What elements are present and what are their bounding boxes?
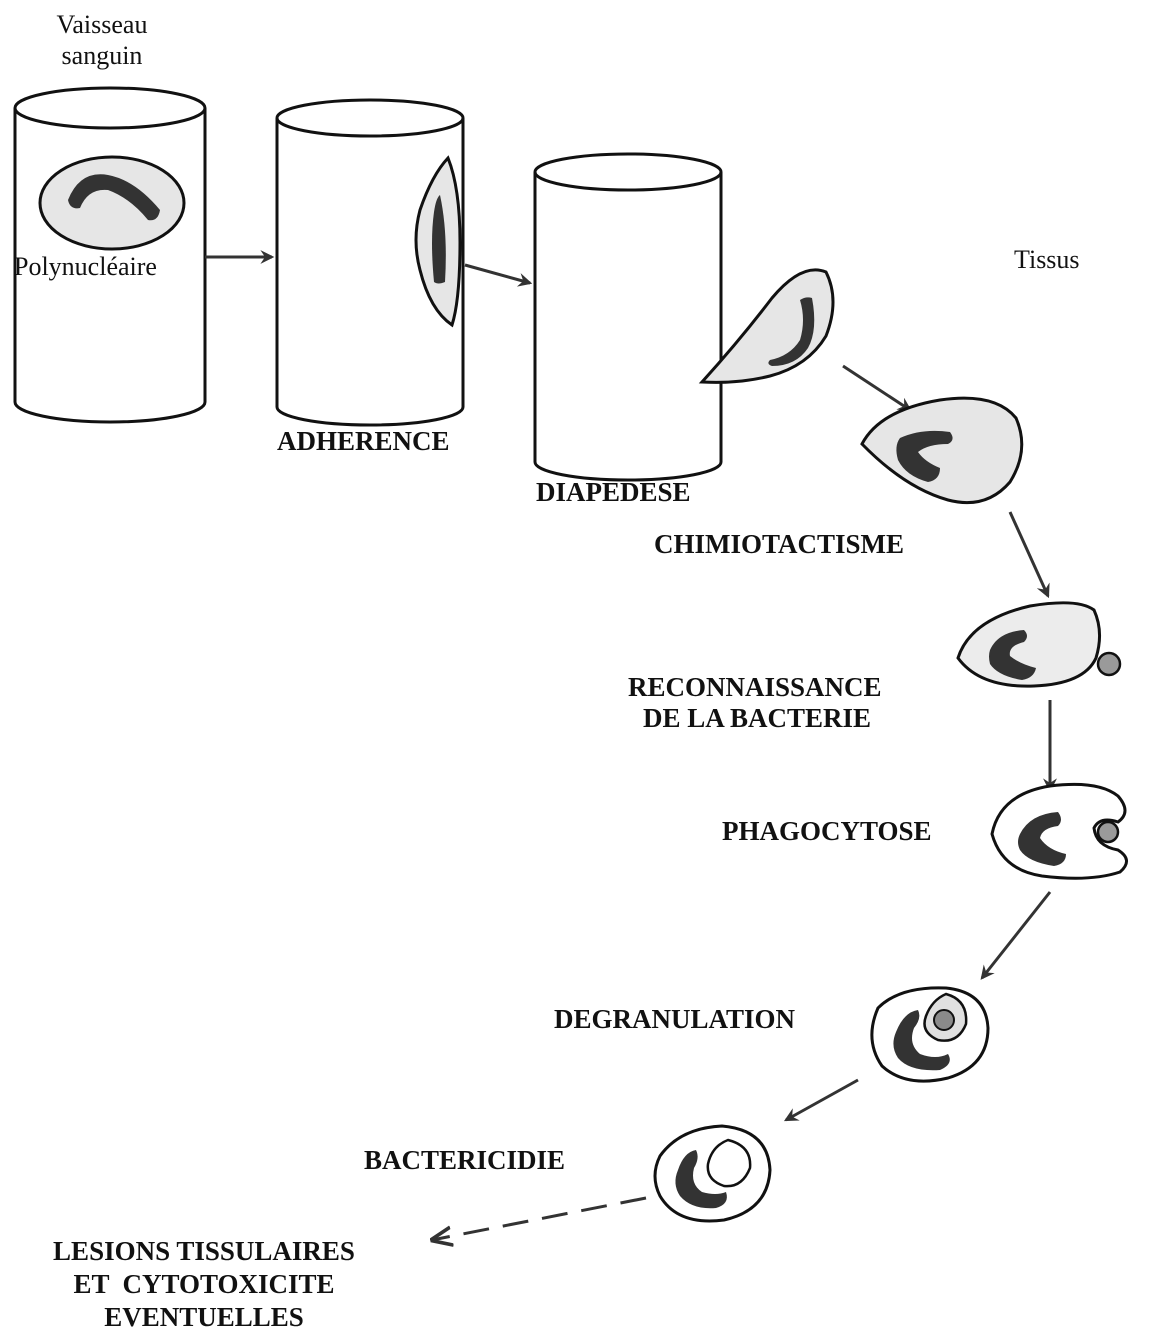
polynuclear-cell-recognition: [956, 601, 1101, 688]
outcome-label-line2: ET CYTOTOXICITE: [73, 1269, 334, 1299]
bacterium-engulfed: [1096, 820, 1120, 844]
labels: Vaisseau sanguin Polynucléaire Tissus AD…: [14, 10, 1080, 1332]
arrow-to-chimiotactisme: [842, 364, 912, 412]
blood-vessel-2: [275, 98, 465, 427]
bacterium-free: [1096, 651, 1122, 677]
arrow-to-lesions: [432, 1196, 647, 1240]
vessel-label-line2: sanguin: [62, 41, 143, 70]
arrow-to-diapedese: [464, 263, 533, 287]
arrow-to-bactericidie: [783, 1078, 859, 1122]
polynuclear-cell-chemotaxis: [860, 396, 1024, 505]
step-reconnaissance-label-line2: DE LA BACTERIE: [643, 703, 871, 733]
polynuclear-cell-phagocytosis: [990, 782, 1128, 880]
step-bactericidie-label: BACTERICIDIE: [364, 1145, 565, 1175]
polynuclear-cell-migrating: [698, 268, 835, 384]
step-reconnaissance-label-line1: RECONNAISSANCE: [628, 672, 882, 702]
flow-arrows: [205, 250, 1057, 1240]
step-phagocytose-label: PHAGOCYTOSE: [722, 816, 932, 846]
cell-label: Polynucléaire: [14, 252, 157, 281]
vessel-label-line1: Vaisseau: [57, 10, 148, 39]
step-diapedese-label: DIAPEDESE: [536, 477, 691, 507]
tissue-label: Tissus: [1014, 245, 1080, 274]
polynuclear-cell-adherent: [414, 155, 462, 328]
arrow-to-degranulation: [980, 891, 1052, 980]
arrow-to-reconnaissance: [1008, 511, 1050, 599]
blood-vessel-3: [533, 152, 723, 482]
outcome-label-line1: LESIONS TISSULAIRES: [53, 1236, 355, 1266]
polynuclear-cell-bactericidie: [653, 1124, 772, 1223]
step-chimiotactisme-label: CHIMIOTACTISME: [654, 529, 904, 559]
outcome-label-line3: EVENTUELLES: [104, 1302, 304, 1332]
step-adherence-label: ADHERENCE: [277, 426, 450, 456]
polynuclear-cell-circulating: [38, 155, 186, 251]
step-degranulation-label: DEGRANULATION: [554, 1004, 796, 1034]
bacterium-phagosome: [933, 1009, 955, 1031]
polynuclear-cell-degranulation: [870, 986, 990, 1083]
